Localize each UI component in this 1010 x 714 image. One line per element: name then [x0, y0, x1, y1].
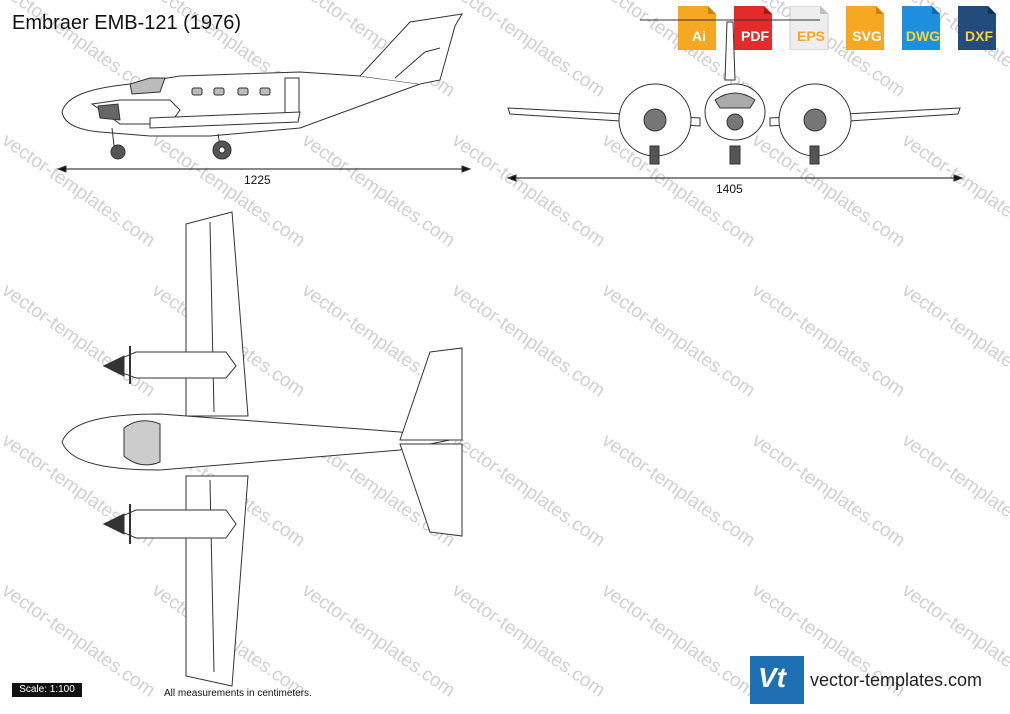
top-view [61, 211, 463, 687]
format-label: DXF [965, 28, 993, 44]
side-view [61, 13, 463, 160]
format-label: PDF [741, 28, 769, 44]
front-span-dimension: 1405 [716, 182, 743, 196]
brand-site-link[interactable]: vector-templates.com [810, 670, 983, 690]
format-label: EPS [796, 28, 825, 44]
front-view [507, 19, 961, 165]
dxf-file-icon[interactable]: DXF [954, 6, 1004, 50]
pdf-file-icon[interactable]: PDF [730, 6, 780, 50]
page-title: Embraer EMB-121 (1976) [12, 12, 241, 34]
scale-badge: Scale: 1:100 [12, 683, 82, 697]
dwg-file-icon[interactable]: DWG [898, 6, 948, 50]
units-note: All measurements in centimeters. [164, 688, 312, 699]
ai-file-icon[interactable]: Ai [674, 6, 724, 50]
format-label: SVG [852, 28, 882, 44]
format-icons: Ai PDF EPS SVG DWG DXF [674, 5, 1004, 52]
format-label: Ai [692, 28, 706, 44]
brand-logo-text: Vt [758, 662, 786, 693]
format-label: DWG [905, 28, 941, 44]
brand-logo[interactable]: Vt [750, 656, 804, 704]
eps-file-icon[interactable]: EPS [786, 5, 836, 51]
side-length-dimension: 1225 [244, 173, 271, 187]
svg-file-icon[interactable]: SVG [842, 6, 892, 50]
